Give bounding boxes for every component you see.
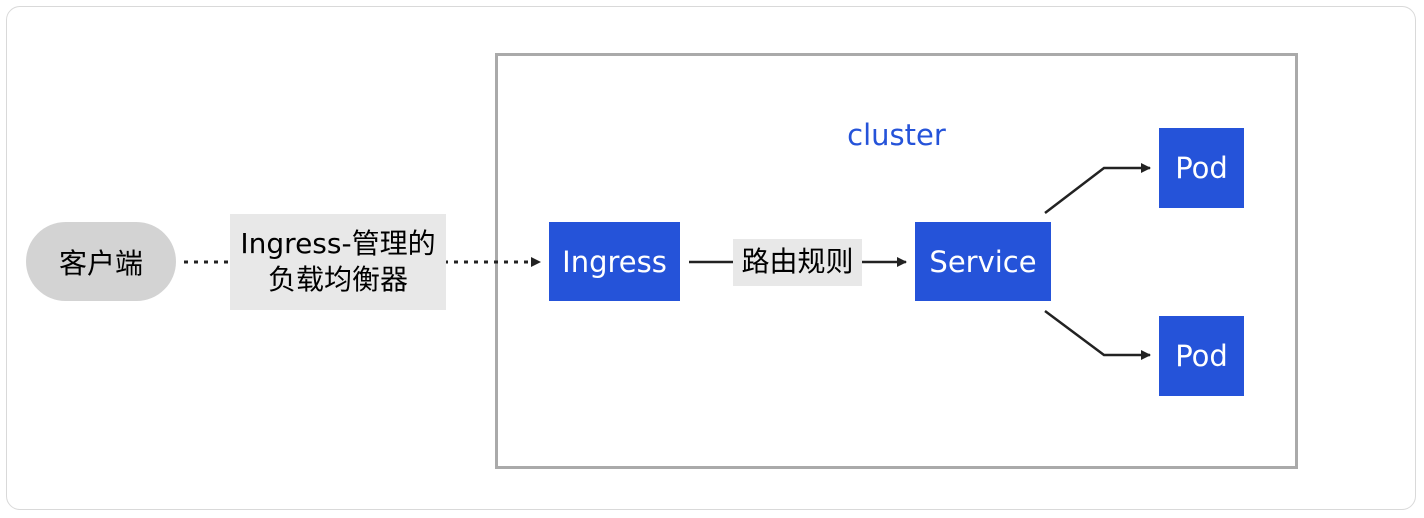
- edge-label-load-balancer: Ingress-管理的 负载均衡器: [230, 214, 446, 310]
- pod-node-top: Pod: [1159, 128, 1244, 208]
- cluster-label: cluster: [847, 118, 946, 152]
- edge-service-pod-bottom: [1044, 309, 1151, 360]
- edge-label-line1: Ingress-管理的: [240, 226, 436, 260]
- service-node: Service: [915, 222, 1051, 301]
- diagram-frame: [6, 6, 1416, 510]
- ingress-node: Ingress: [549, 222, 680, 301]
- pod-node-bottom: Pod: [1159, 316, 1244, 396]
- edge-label-routing-rules: 路由规则: [733, 239, 862, 286]
- edge-service-pod-top: [1044, 163, 1151, 214]
- edge-label-line2: 负载均衡器: [267, 263, 408, 296]
- client-node: 客户端: [26, 222, 176, 301]
